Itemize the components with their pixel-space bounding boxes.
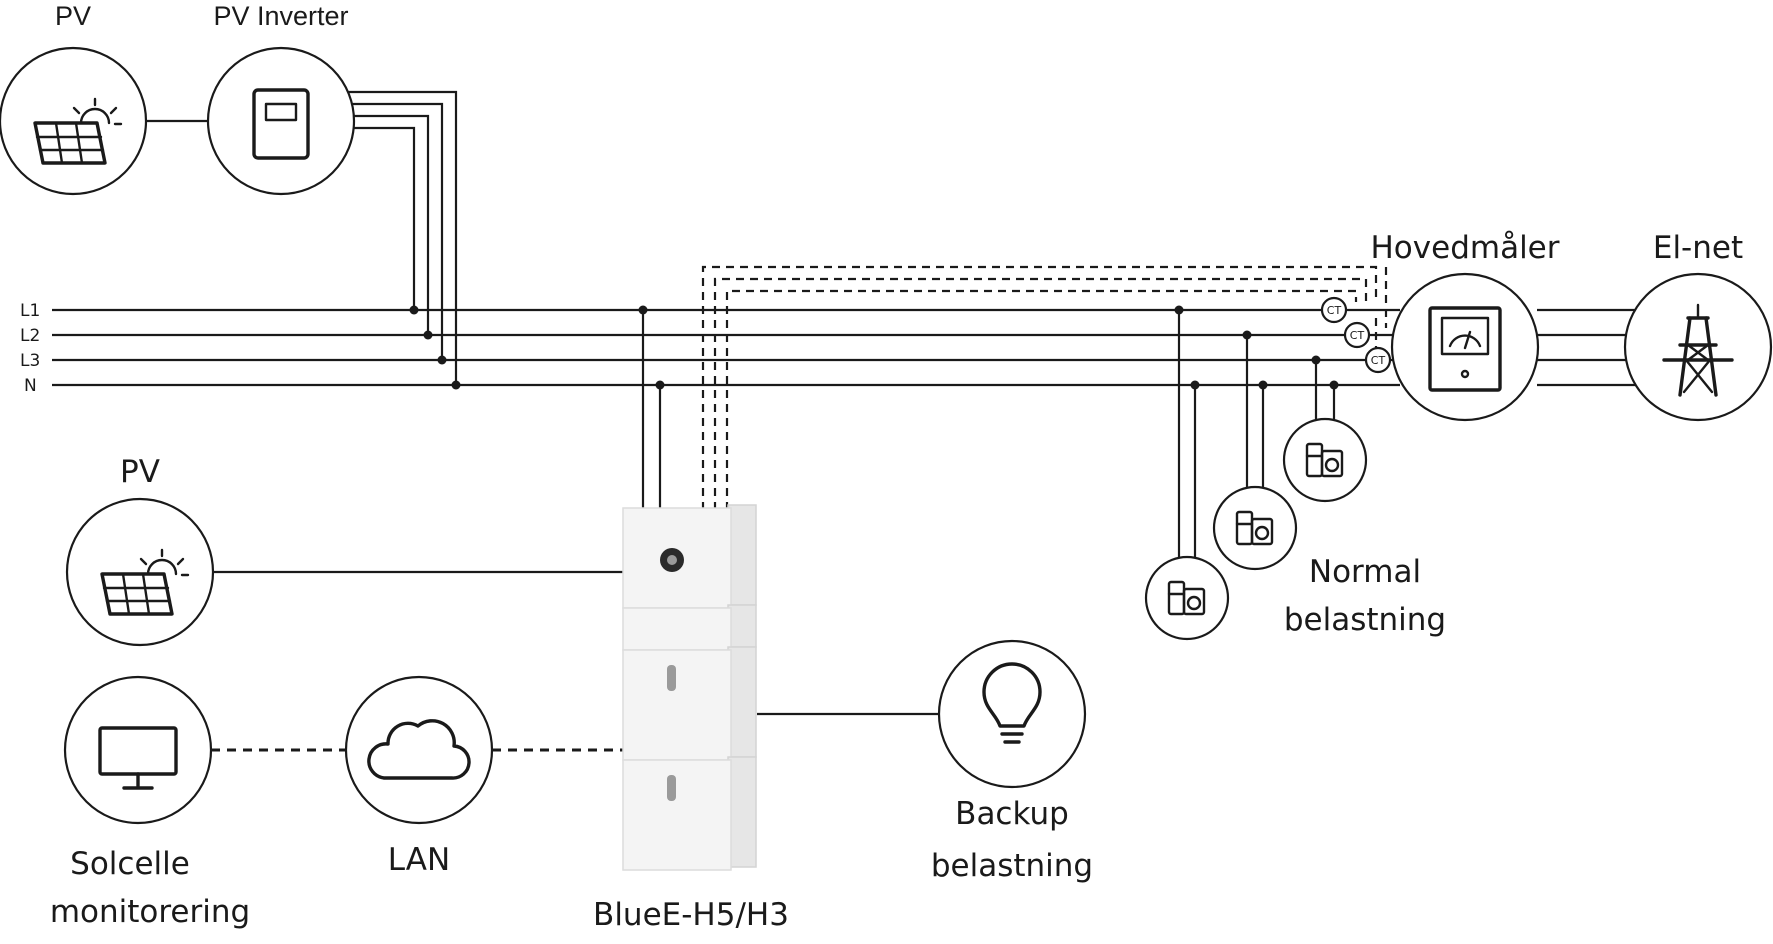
- load-wires: [1174, 305, 1339, 558]
- phase-label-l2: L2: [20, 326, 40, 346]
- pv-top-node: PV: [0, 1, 148, 196]
- appliance-icon: [1305, 442, 1344, 478]
- grid-label: El-net: [1653, 230, 1743, 266]
- normal-load-node-2: [1212, 485, 1298, 571]
- solar-panel-icon: [33, 97, 123, 165]
- power-tower-icon: [1662, 303, 1734, 397]
- backup-label-2: belastning: [931, 848, 1093, 884]
- battery-module-1: [622, 649, 732, 761]
- backup-label-1: Backup: [955, 796, 1069, 832]
- lan-label: LAN: [388, 842, 450, 878]
- lightbulb-icon: [982, 662, 1042, 744]
- battery-module-2: [622, 759, 732, 871]
- inverter-wires: [345, 90, 461, 390]
- ct-label-l1: CT: [1327, 304, 1342, 317]
- cloud-icon: [367, 719, 471, 780]
- backup-node: Backup belastning: [931, 639, 1093, 884]
- normal-load-label-2: belastning: [1284, 602, 1446, 638]
- phase-label-l3: L3: [20, 351, 40, 371]
- ct-sensors: CT CT CT: [1320, 296, 1392, 374]
- pv-top-label: PV: [55, 1, 91, 31]
- appliance-icon: [1167, 580, 1206, 616]
- main-meter-label: Hovedmåler: [1371, 230, 1560, 266]
- pv-left-label: PV: [120, 454, 160, 490]
- pv-inverter-node: PV Inverter: [206, 1, 356, 196]
- ct-sensor-l3: [1364, 346, 1392, 374]
- solar-panel-icon: [100, 548, 190, 616]
- monitoring-node: Solcelle monitorering: [50, 675, 250, 930]
- main-meter-node: Hovedmåler: [1371, 230, 1560, 422]
- pv-left-node: PV: [65, 454, 215, 647]
- ct-sensor-l1: [1320, 296, 1348, 324]
- battery-system: BlueE-H5/H3: [593, 504, 789, 933]
- lan-node: LAN: [344, 675, 494, 878]
- ct-label-l3: CT: [1371, 354, 1386, 367]
- monitoring-label-2: monitorering: [50, 894, 250, 930]
- grid-node: El-net: [1623, 230, 1773, 422]
- appliance-icon: [1235, 510, 1274, 546]
- battery-wires: [638, 305, 665, 510]
- phase-label-l1: L1: [20, 301, 40, 321]
- normal-load-node-1: [1282, 417, 1368, 503]
- phase-label-n: N: [24, 376, 37, 396]
- monitor-icon: [98, 726, 178, 790]
- meter-icon: [1428, 306, 1502, 392]
- monitoring-label-1: Solcelle: [70, 846, 190, 882]
- ct-sensor-l2: [1343, 321, 1371, 349]
- normal-load-node-3: [1144, 555, 1230, 641]
- pv-inverter-label: PV Inverter: [213, 1, 348, 31]
- system-label: BlueE-H5/H3: [593, 897, 789, 933]
- ct-wires: [701, 265, 1388, 510]
- ct-label-l2: CT: [1350, 329, 1365, 342]
- grid-connection: [1537, 308, 1640, 387]
- inverter-icon: [252, 88, 310, 160]
- normal-load-label-1: Normal: [1309, 554, 1421, 590]
